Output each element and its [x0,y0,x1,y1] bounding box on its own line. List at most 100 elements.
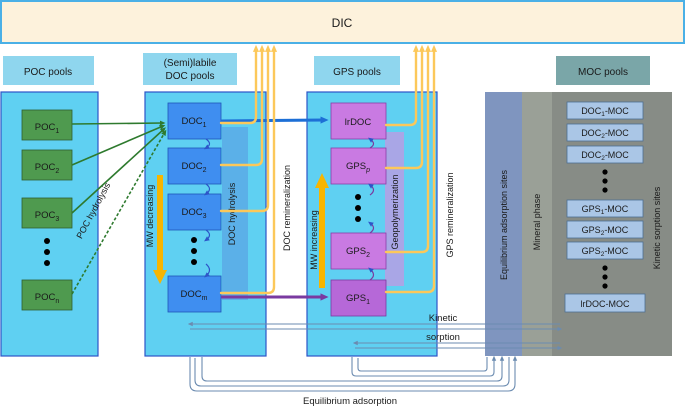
svg-text:GPS1-MOC: GPS1-MOC [582,204,629,216]
doc-3-sub: 3 [203,213,207,220]
moc-6-suffix: -MOC [604,246,628,256]
moc-2-suffix: -MOC [605,128,629,138]
dic-box [0,0,685,44]
moc-4-base: GPS [582,204,601,214]
poc-2-sub: 2 [55,168,59,175]
moc-3-suffix: -MOC [605,150,629,160]
poc-header: POC pools [24,67,72,78]
poc-n-sub: n [55,298,59,305]
moc-3-base: DOC [581,150,602,160]
moc-7-suffix: -MOC [606,299,630,309]
poc-pool-n: POCn [21,279,73,311]
mw-increasing-arrow [315,173,329,288]
moc-1-suffix: -MOC [605,106,629,116]
doc-remineralization-label: DOC remineralization [282,165,292,251]
svg-text:DOC2: DOC2 [181,161,206,174]
gps-ellipsis [355,194,361,222]
gps-header-box [314,56,400,85]
mw-decreasing-label: MW decreasing [145,185,155,248]
mw-increasing-label: MW increasing [309,210,319,270]
gps-remineralization-arrows [384,44,438,294]
svg-text:DOC2-MOC: DOC2-MOC [581,128,629,140]
moc-1-sub: 1 [601,111,605,118]
moc-pool-4: GPS1-MOC [566,199,644,218]
poc-header-box [3,56,94,85]
moc-4-suffix: -MOC [604,204,628,214]
poc-pool-3: POC3 [21,197,73,229]
doc-pool-1: DOC1 [167,102,222,140]
sorption-label: sorption [426,332,460,343]
doc-1-sub: 1 [203,122,207,129]
lrdoc-label: lrDOC [345,117,372,128]
moc-1-base: DOC [581,106,602,116]
kinetic-sorption-arrows [187,321,563,351]
poc-3-sub: 3 [55,216,59,223]
moc-header: MOC pools [578,67,628,78]
doc-m-base: DOC [181,289,202,300]
doc-hydrolysis-label: DOC hydrolysis [227,182,237,245]
doc-pool-m: DOCm [167,275,222,313]
svg-text:DOCm: DOCm [181,289,208,302]
svg-text:POC3: POC3 [35,210,60,223]
equilibrium-sites-label: Equilibrium adsorption sites [499,169,509,280]
doc-hydrolysis-chain [203,138,211,278]
gps-2-sub: 2 [366,252,370,259]
moc-pool-6: GPS2-MOC [566,241,644,260]
moc-2-sub: 2 [601,133,605,140]
poc-pool-2: POC2 [21,149,73,181]
geopolymerization-strip [385,132,404,286]
svg-text:POCn: POCn [35,292,60,305]
doc-header-line2: DOC pools [166,71,215,82]
moc-ellipsis-1 [602,169,608,193]
gps-1-base: GPS [346,293,366,304]
svg-text:GPS2-MOC: GPS2-MOC [582,246,629,258]
moc-ellipsis-2 [602,265,608,289]
svg-text:POC1: POC1 [35,122,60,135]
doc-2-sub: 2 [203,167,207,174]
geopolymerization-label: Geopolymerization [390,174,400,249]
moc-7-base: lrDOC [581,299,606,309]
doc-remineralization-arrows [219,44,278,295]
doc-hydrolysis-strip [222,127,248,300]
moc-2-base: DOC [581,128,602,138]
moc-pool-5: GPS2-MOC [566,220,644,239]
poc-1-base: POC [35,122,56,133]
doc-2-base: DOC [181,161,202,172]
svg-text:GPS2: GPS2 [346,246,370,259]
gps-1-sub: 1 [366,299,370,306]
moc-pool-3: DOC2-MOC [566,145,644,164]
moc-pool-7: lrDOC-MOC [564,293,646,313]
gps-pool-2: GPS2 [330,232,387,270]
moc-5-suffix: -MOC [604,225,628,235]
poc-3-base: POC [35,210,56,221]
gps-2-base: GPS [346,246,366,257]
svg-text:lrDOC-MOC: lrDOC-MOC [581,299,630,309]
moc-6-base: GPS [582,246,601,256]
moc-pool-2: DOC2-MOC [566,123,644,142]
gps-p-base: GPS [346,161,366,172]
svg-text:DOC1-MOC: DOC1-MOC [581,106,629,118]
poc-ellipsis [44,238,50,266]
moc-5-base: GPS [582,225,601,235]
equilibrium-adsorption-strip [485,92,522,356]
kinetic-sites-label: Kinetic sorption sites [652,186,662,269]
gps-pool-lrdoc: lrDOC [330,102,387,140]
doc-ellipsis [191,237,197,265]
moc-6-sub: 2 [601,251,605,258]
gps-pool-1: GPS1 [330,279,387,317]
moc-3-sub: 2 [601,155,605,162]
equilibrium-adsorption-label: Equilibrium adsorption [303,396,397,406]
gps-header: GPS pools [333,67,381,78]
moc-5-sub: 2 [601,230,605,237]
svg-text:DOC3: DOC3 [181,207,206,220]
svg-text:GPSp: GPSp [346,161,370,174]
doc-header-box [143,53,237,85]
mineral-phase-label: Mineral phase [532,194,542,251]
dic-label: DIC [332,16,353,30]
doc-1-base: DOC [181,116,202,127]
poc-hydrolysis-arrows [71,120,167,295]
gps-p-sub: p [365,167,370,174]
svg-text:GPS2-MOC: GPS2-MOC [582,225,629,237]
moc-pool-1: DOC1-MOC [566,101,644,120]
